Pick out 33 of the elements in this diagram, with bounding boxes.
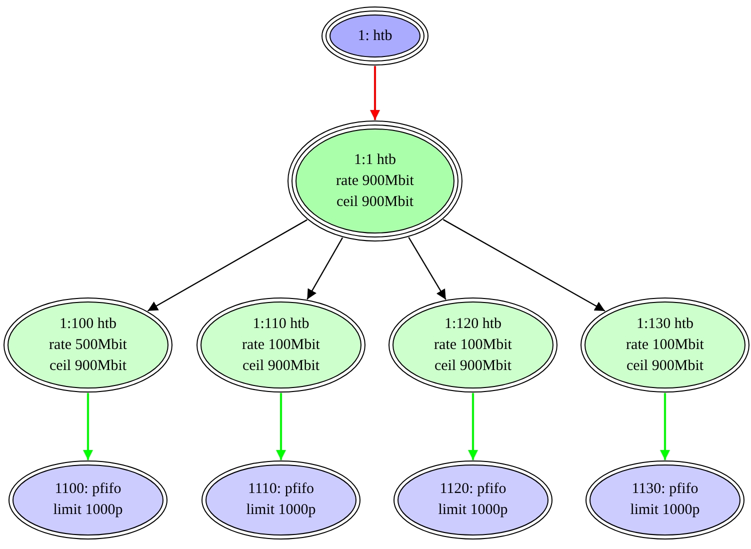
node-label: ceil 900Mbit — [434, 356, 512, 376]
node-label: 1:120 htb — [444, 314, 502, 334]
arrow — [660, 393, 670, 460]
node-label: rate 100Mbit — [626, 336, 704, 354]
node-label: ceil 900Mbit — [336, 192, 414, 212]
node-label: limit 1000p — [246, 501, 316, 520]
node-label: limit 1000p — [438, 501, 508, 520]
node-label: 1: htb — [358, 26, 392, 46]
arrow — [370, 66, 380, 120]
node-label: rate 100Mbit — [242, 336, 320, 354]
node-label: rate 500Mbit — [49, 336, 127, 354]
node-label: 1130: pfifo — [632, 480, 698, 499]
node-label: ceil 900Mbit — [242, 356, 320, 376]
node-label: 1100: pfifo — [54, 480, 122, 499]
arrow — [408, 237, 446, 300]
node-label: 1110: pfifo — [248, 480, 314, 499]
arrow — [147, 219, 308, 312]
node-label: 1120: pfifo — [440, 480, 506, 499]
node-label: 1:130 htb — [636, 314, 694, 334]
arrow — [83, 393, 93, 460]
node-label: limit 1000p — [630, 501, 700, 520]
node-label: 1:1 htb — [354, 150, 396, 170]
node-label: limit 1000p — [53, 501, 123, 520]
node-label: 1:100 htb — [59, 314, 117, 334]
node-label: 1:110 htb — [252, 314, 310, 334]
node-label: ceil 900Mbit — [626, 356, 704, 376]
node-label: rate 900Mbit — [336, 172, 414, 190]
arrow — [276, 393, 286, 460]
arrow — [468, 393, 478, 460]
arrow — [442, 219, 606, 312]
node-label: rate 100Mbit — [434, 336, 512, 354]
arrow — [306, 237, 344, 300]
node-label: ceil 900Mbit — [49, 356, 127, 376]
